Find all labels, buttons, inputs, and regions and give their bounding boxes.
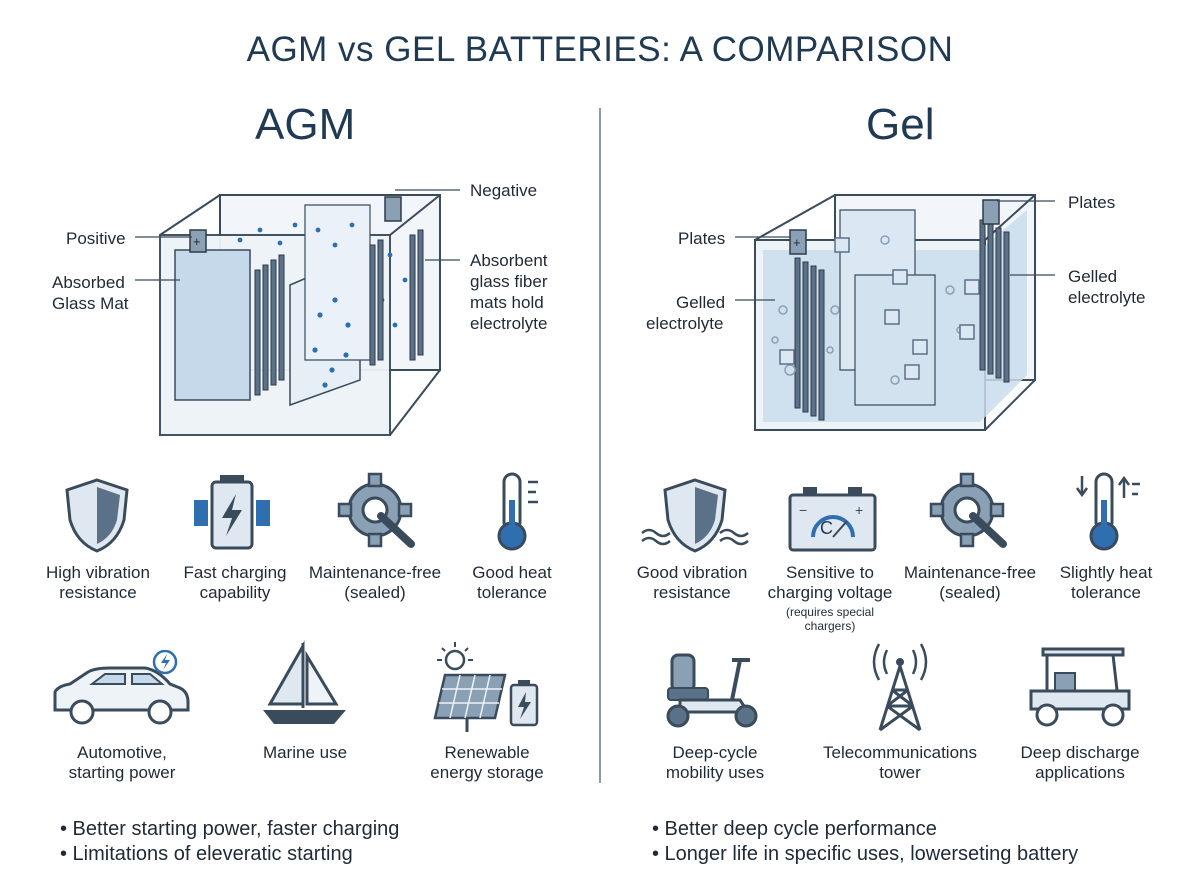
agm-bullet-2: • Limitations of eleveratic starting	[60, 843, 353, 865]
agm-battery-diagram: +	[135, 189, 460, 436]
battery-voltage-icon: − +	[788, 487, 877, 552]
agm-callout-fiber: Absorbent glass fiber mats hold electrol…	[470, 251, 548, 333]
agm-callout-mat: Absorbed Glass Mat	[52, 273, 129, 313]
agm-bullet-1: • Better starting power, faster charging	[60, 818, 400, 840]
shield-icon	[65, 478, 129, 553]
agm-use-marine: Marine use	[262, 743, 348, 762]
thermometer-icon	[497, 472, 538, 551]
sailboat-icon	[263, 640, 346, 724]
gear-wrench-icon	[337, 472, 415, 548]
solar-panel-icon	[433, 642, 539, 732]
svg-text:+: +	[855, 502, 863, 518]
gel-heading: Gel	[866, 100, 935, 149]
shield-icon	[641, 478, 749, 553]
car-icon	[53, 650, 190, 725]
page-title: AGM vs GEL BATTERIES: A COMPARISON	[246, 30, 954, 69]
center-divider	[599, 108, 601, 783]
thermometer-icon	[1075, 472, 1140, 551]
agm-heading: AGM	[255, 100, 356, 149]
gel-battery-diagram: +	[735, 194, 1055, 431]
agm-use-automotive: Automotive,starting power	[68, 743, 176, 782]
battery-symbol: C	[820, 518, 833, 538]
gel-bullet-1: • Better deep cycle performance	[652, 818, 937, 840]
gear-wrench-icon	[929, 472, 1007, 548]
svg-text:−: −	[799, 502, 807, 518]
agm-feature-maintenance: Maintenance-free(sealed)	[308, 563, 442, 602]
gel-callout-plates-left: Plates	[678, 229, 726, 248]
agm-callout-positive: Positive	[66, 229, 126, 248]
gel-callout-gelled-left: Gelled electrolyte	[646, 293, 726, 333]
gel-bullet-2: • Longer life in specific uses, lowerset…	[652, 843, 1079, 865]
gel-callout-gelled-right: Gelled electrolyte	[1068, 267, 1146, 307]
battery-charge-icon	[194, 475, 270, 550]
agm-callout-negative: Negative	[470, 181, 538, 200]
mobility-scooter-icon	[666, 653, 758, 728]
gel-callout-plates-top: Plates	[1068, 193, 1116, 212]
golf-cart-icon	[1029, 647, 1131, 727]
svg-text:+: +	[193, 234, 201, 249]
tower-icon	[872, 643, 928, 732]
gel-feature-maintenance: Maintenance-free(sealed)	[903, 563, 1037, 602]
svg-text:+: +	[793, 235, 801, 250]
